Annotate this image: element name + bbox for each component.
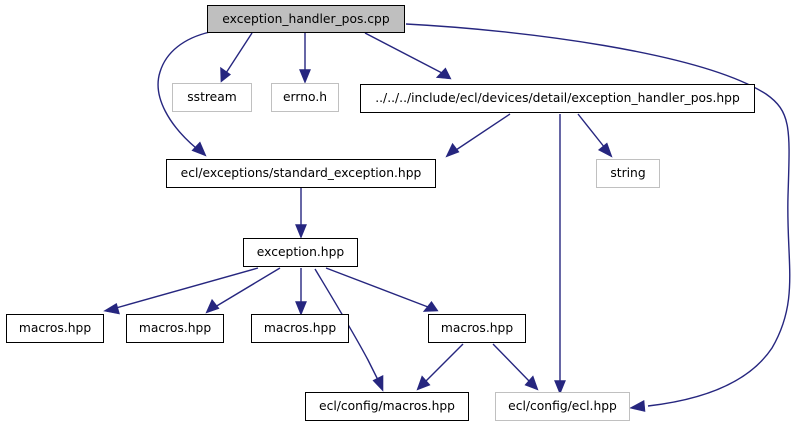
edge-root-to-sstream [220,32,253,83]
node-errno-h[interactable]: errno.h [271,83,339,112]
node-label: macros.hpp [440,321,514,336]
node-exception-handler-pos-hpp[interactable]: ../../../include/ecl/devices/detail/exce… [360,84,755,113]
node-label: errno.h [282,90,328,105]
edge-standard-exception-to-exception [295,188,307,239]
node-label: sstream [187,90,237,105]
node-label: ecl/config/ecl.hpp [508,399,617,414]
node-label: exception_handler_pos.cpp [222,11,390,26]
node-ecl-config-macros-hpp[interactable]: ecl/config/macros.hpp [305,392,469,421]
node-label: macros.hpp [138,321,212,336]
node-label: macros.hpp [263,321,337,336]
edge-macros-4-to-ecl-config-macros [416,343,464,391]
edge-ehpos-hpp-to-string [577,113,613,158]
edge-macros-4-to-ecl-config-ecl [492,343,539,391]
node-string[interactable]: string [596,159,660,188]
edge-root-to-ehpos-hpp [364,32,452,80]
node-label: macros.hpp [18,321,92,336]
node-label: exception.hpp [256,245,345,260]
node-macros-hpp-2[interactable]: macros.hpp [126,314,224,343]
edge-exception-to-macros-4 [325,267,439,312]
node-label: string [610,166,646,181]
edge-root-to-ecl-config-ecl [405,23,791,412]
node-label: ecl/exceptions/standard_exception.hpp [180,166,422,181]
edge-exception-to-macros-3 [295,268,307,316]
node-exception-hpp[interactable]: exception.hpp [243,238,358,267]
node-macros-hpp-1[interactable]: macros.hpp [6,314,104,343]
node-label: ecl/config/macros.hpp [319,399,455,414]
node-standard-exception-hpp[interactable]: ecl/exceptions/standard_exception.hpp [166,159,436,188]
node-exception-handler-pos-cpp[interactable]: exception_handler_pos.cpp [207,5,405,33]
node-macros-hpp-4[interactable]: macros.hpp [428,314,526,343]
edge-exception-to-macros-1 [103,267,259,315]
node-label: ../../../include/ecl/devices/detail/exce… [375,91,740,106]
edge-exception-to-macros-2 [205,267,281,314]
edge-ehpos-hpp-to-ecl-config-ecl [554,114,566,395]
edge-root-to-standard-exception [157,31,211,157]
edge-ehpos-hpp-to-standard-exception [445,113,511,158]
node-macros-hpp-3[interactable]: macros.hpp [251,314,349,343]
node-ecl-config-ecl-hpp[interactable]: ecl/config/ecl.hpp [495,392,630,421]
node-sstream[interactable]: sstream [172,83,252,112]
edge-root-to-errno [299,33,311,84]
edge-exception-to-ecl-config-macros [314,268,384,392]
